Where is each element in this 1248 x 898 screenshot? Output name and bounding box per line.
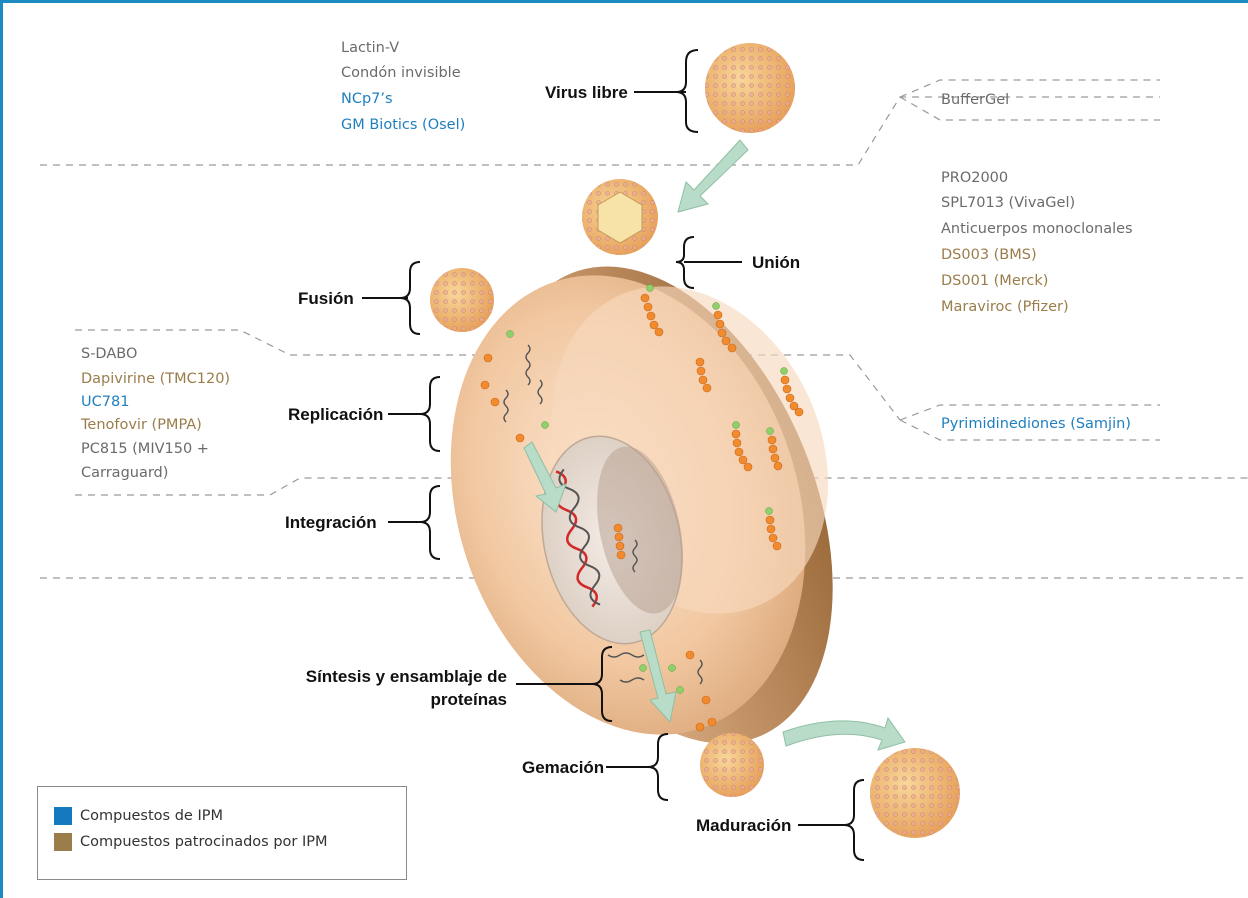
compound-list-buffergel: BufferGel <box>941 92 1009 108</box>
compound-item: PC815 (MIV150 + <box>81 441 209 457</box>
compound-item: Condón invisible <box>341 65 461 81</box>
legend-item-sponsored: Compuestos patrocinados por IPM <box>54 829 406 855</box>
compound-item: UC781 <box>81 394 129 410</box>
stage-label-replication: Replicación <box>288 405 383 424</box>
stage-label-fusion: Fusión <box>298 289 354 308</box>
compound-list-pyrimidinediones: Pyrimidinediones (Samjin) <box>941 416 1131 432</box>
legend-label: Compuestos patrocinados por IPM <box>80 834 328 850</box>
compound-item: GM Biotics (Osel) <box>341 117 465 133</box>
stage-label-integration: Integración <box>285 513 377 532</box>
compound-item: Carraguard) <box>81 465 168 481</box>
compound-item: Pyrimidinediones (Samjin) <box>941 416 1131 432</box>
compound-list-free-virus: Lactin-V Condón invisible NCp7’s GM Biot… <box>341 40 465 133</box>
compound-item: DS003 (BMS) <box>941 247 1037 263</box>
stage-label-maturation: Maduración <box>696 816 791 835</box>
legend-swatch-sponsored <box>54 833 72 851</box>
compound-item: BufferGel <box>941 92 1009 108</box>
legend-label: Compuestos de IPM <box>80 808 223 824</box>
compound-item: PRO2000 <box>941 170 1008 186</box>
compound-list-binding: PRO2000 SPL7013 (VivaGel) Anticuerpos mo… <box>941 170 1133 315</box>
compound-list-replication: S-DABO Dapivirine (TMC120) UC781 Tenofov… <box>80 346 230 481</box>
legend-swatch-ipm <box>54 807 72 825</box>
stage-label-budding: Gemación <box>522 758 604 777</box>
compound-item: NCp7’s <box>341 91 393 107</box>
stage-label-synthesis-line2: proteínas <box>430 690 507 709</box>
stage-label-binding: Unión <box>752 253 800 272</box>
compound-item: Maraviroc (Pfizer) <box>941 299 1069 315</box>
compound-item: SPL7013 (VivaGel) <box>941 195 1075 211</box>
compound-item: S-DABO <box>81 346 137 362</box>
legend: Compuestos de IPM Compuestos patrocinado… <box>37 786 407 880</box>
stage-label-synthesis-line1: Síntesis y ensamblaje de <box>306 667 507 686</box>
compound-item: DS001 (Merck) <box>941 273 1048 289</box>
compound-item: Dapivirine (TMC120) <box>81 371 230 387</box>
legend-item-ipm: Compuestos de IPM <box>54 803 406 829</box>
compound-item: Tenofovir (PMPA) <box>80 417 202 433</box>
compound-item: Lactin-V <box>341 40 399 56</box>
compound-item: Anticuerpos monoclonales <box>941 221 1133 237</box>
stage-label-free-virus: Virus libre <box>545 83 628 102</box>
